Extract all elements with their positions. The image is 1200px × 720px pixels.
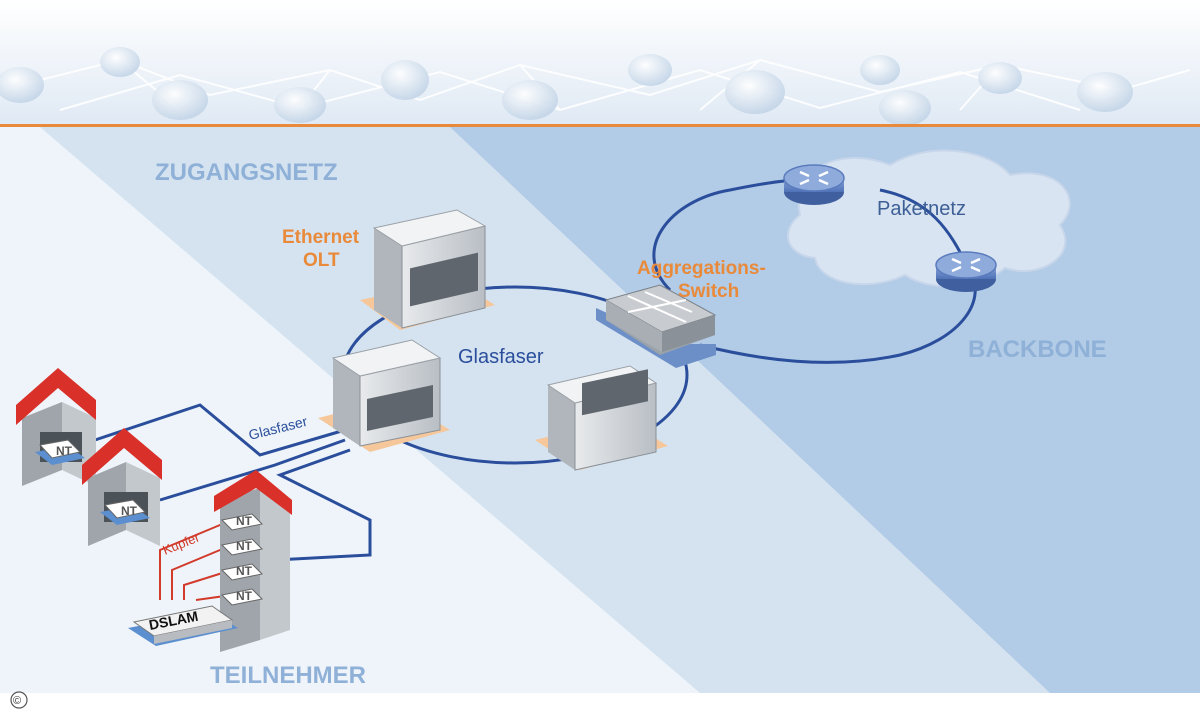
aggregation-switch[interactable] bbox=[596, 284, 717, 368]
olt-rack-top[interactable] bbox=[360, 209, 495, 330]
olt-label-line1: Ethernet bbox=[282, 227, 360, 248]
nt-label: NT bbox=[121, 504, 138, 518]
house-2[interactable]: NT bbox=[82, 428, 162, 546]
svg-text:NT: NT bbox=[236, 514, 253, 528]
dslam-device[interactable]: DSLAM bbox=[128, 605, 238, 646]
zone-label-backbone: BACKBONE bbox=[968, 336, 1107, 363]
svg-text:NT: NT bbox=[236, 564, 253, 578]
router-top[interactable] bbox=[783, 164, 845, 205]
packet-network-cloud bbox=[787, 149, 1071, 288]
olt-rack-right[interactable] bbox=[535, 365, 668, 471]
zone-label-access: ZUGANGSNETZ bbox=[155, 159, 338, 186]
nt-stack: NT NT NT NT bbox=[220, 513, 264, 606]
zone-label-subscribers: TEILNEHMER bbox=[210, 662, 366, 689]
olt-rack-middle[interactable] bbox=[318, 339, 450, 452]
header-banner bbox=[0, 0, 1200, 127]
router-right[interactable] bbox=[935, 251, 997, 292]
fiber-ring-label: Glasfaser bbox=[458, 346, 544, 368]
cloud-label: Paketnetz bbox=[877, 198, 966, 220]
house-1[interactable]: NT bbox=[16, 368, 96, 486]
nt-label: NT bbox=[56, 444, 73, 458]
aggregation-label-line1: Aggregations- bbox=[637, 258, 766, 279]
svg-text:NT: NT bbox=[236, 539, 253, 553]
apartment-building[interactable]: NT NT NT NT bbox=[214, 470, 292, 652]
header-divider bbox=[0, 124, 1200, 127]
aggregation-label-line2: Switch bbox=[678, 281, 739, 302]
fiber-building bbox=[274, 448, 372, 562]
olt-label-line2: OLT bbox=[303, 250, 340, 271]
svg-text:NT: NT bbox=[236, 589, 253, 603]
nt-device: NT bbox=[100, 499, 150, 525]
copyright-mark: © bbox=[10, 691, 28, 709]
svg-text:©: © bbox=[13, 695, 21, 707]
fiber-house-1 bbox=[94, 403, 346, 457]
fiber-house-2 bbox=[159, 438, 346, 502]
nt-device: NT bbox=[35, 439, 85, 465]
